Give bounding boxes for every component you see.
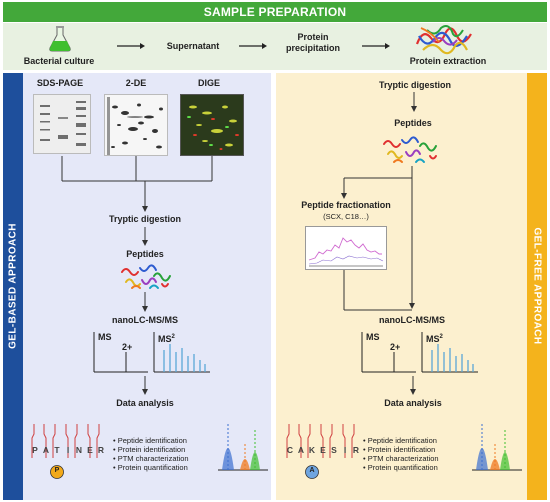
fraction-to-lcms-connector (343, 270, 412, 311)
bullet-text: PTM characterization (117, 454, 189, 463)
tool-letter: A (42, 445, 50, 455)
tool-letter: T (54, 445, 60, 455)
gel-label-dige: DIGE (197, 78, 220, 88)
tool-letter: A (297, 445, 305, 455)
gel-free-side-bar: GEL-FREE APPROACH (527, 73, 547, 500)
gel-ms2-superscript: 2 (171, 334, 175, 340)
bullet-text: Protein identification (117, 445, 186, 454)
free-peptides-label: Peptides (394, 118, 432, 128)
tool-frame-lines (286, 424, 355, 479)
bullet-text: Protein quantification (117, 463, 188, 472)
tool-letter: N (75, 445, 83, 455)
tool-letter: R (97, 445, 105, 455)
ms-spectrum-icon (361, 332, 416, 373)
free-ms2-superscript: 2 (439, 334, 443, 340)
gel-free-side-label: GEL-FREE APPROACH (531, 227, 543, 345)
ms-spectrum-icon (93, 332, 148, 373)
peptide-fractionation-subtitle: (SCX, C18…) (323, 212, 369, 221)
gel-charge-label: 2+ (122, 342, 133, 352)
gel-label-sds-page: SDS-PAGE (36, 78, 84, 88)
gel-data-analysis-label: Data analysis (116, 398, 174, 408)
arrow-right-icon (117, 43, 145, 49)
bullet-text: Protein identification (367, 445, 436, 454)
sample-preparation-banner: SAMPLE PREPARATION (3, 2, 547, 22)
tool-letter: S (331, 445, 337, 455)
free-nanolc-msms-label: nanoLC-MS/MS (379, 315, 445, 325)
bullet-item: • Protein identification (113, 445, 186, 454)
gel-label-2de: 2-DE (125, 78, 147, 88)
arrow-right-icon (239, 43, 267, 49)
bullet-item: • Peptide identification (113, 436, 187, 445)
chromatogram-icon (305, 226, 387, 270)
bullet-text: Peptide identification (367, 436, 437, 445)
free-data-analysis-label: Data analysis (384, 398, 442, 408)
tool-letter: C (286, 445, 294, 455)
free-charge-label: 2+ (390, 342, 401, 352)
bullet-text: Protein quantification (367, 463, 438, 472)
bullet-item: • Protein quantification (113, 463, 188, 472)
free-connector-lines (341, 166, 415, 309)
bullet-item: • Protein identification (363, 445, 436, 454)
bullet-text: Peptide identification (117, 436, 187, 445)
bullet-item: • Protein quantification (363, 463, 438, 472)
cakesir-tool-logo: C A K E S I R A (285, 420, 365, 480)
gel-based-side-label: GEL-BASED APPROACH (7, 223, 19, 349)
gel-based-side-bar: GEL-BASED APPROACH (3, 73, 23, 500)
tool-letter: I (66, 445, 70, 455)
tool-badge: A (309, 467, 315, 474)
bullet-item: • PTM characterization (363, 454, 439, 463)
flask-icon (49, 26, 71, 52)
gel-nanolc-msms-label: nanoLC-MS/MS (112, 315, 178, 325)
tool-letter: R (352, 445, 360, 455)
bullet-text: PTM characterization (367, 454, 439, 463)
prep-step-protein-extraction: Protein extraction (409, 56, 487, 66)
ms2-spectrum-icon (421, 332, 478, 373)
tool-letter: E (320, 445, 326, 455)
quantification-peaks-icon (218, 424, 268, 471)
prep-step-bacterial-culture: Bacterial culture (23, 56, 95, 66)
peptide-squiggle-icon (383, 136, 437, 163)
prep-step-supernatant: Supernatant (166, 41, 220, 51)
free-ms2-label: MS2 (426, 332, 450, 345)
free-ms2-text: MS (426, 334, 440, 344)
bullet-item: • Peptide identification (363, 436, 437, 445)
arrow-right-icon (362, 43, 390, 49)
free-ms-label: MS (366, 332, 380, 342)
gel-peptides-label: Peptides (126, 249, 164, 259)
tool-badge: P (54, 467, 60, 474)
quantification-peaks-icon (472, 424, 522, 471)
arrow-down-icon (410, 376, 416, 395)
gel-analysis-bullets: • Peptide identification • Protein ident… (113, 436, 238, 472)
arrow-down-icon (142, 376, 148, 395)
2de-gel-image (104, 94, 168, 156)
gel-connector-lines (61, 156, 213, 212)
tool-letter: P (32, 445, 38, 455)
dige-gel-image (180, 94, 244, 156)
tool-frame-lines (31, 424, 100, 479)
arrow-down-icon (142, 227, 148, 246)
tool-letter: K (308, 445, 316, 455)
peptide-fractionation-title: Peptide fractionation (301, 200, 391, 210)
gel-ms2-text: MS (158, 334, 172, 344)
prep-step-protein-precipitation: Protein precipitation (285, 32, 340, 53)
tool-letter: E (87, 445, 93, 455)
protein-ribbon-icon (415, 25, 472, 55)
free-tryptic-digestion-label: Tryptic digestion (378, 80, 451, 90)
sds-page-gel-image (33, 94, 91, 154)
ms2-spectrum-icon (153, 332, 210, 373)
gel-ms-label: MS (98, 332, 112, 342)
gel-tryptic-digestion-label: Tryptic digestion (108, 214, 181, 224)
free-analysis-bullets: • Peptide identification • Protein ident… (363, 436, 488, 472)
gel-ms2-label: MS2 (158, 332, 182, 345)
arrow-down-icon (142, 292, 148, 312)
tool-letter: I (343, 445, 347, 455)
bullet-item: • PTM characterization (113, 454, 189, 463)
sample-preparation-panel: Bacterial culture Supernatant Protein pr… (3, 23, 547, 70)
peptide-squiggle-icon (121, 264, 171, 289)
patiner-tool-logo: P A T I N E R P (30, 420, 110, 480)
arrow-down-icon (411, 92, 417, 112)
